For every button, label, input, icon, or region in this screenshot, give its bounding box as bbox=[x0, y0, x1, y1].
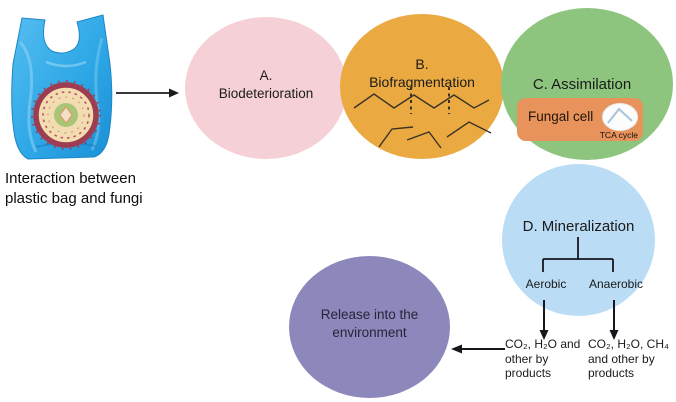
fungal-colony-icon bbox=[31, 80, 101, 150]
arrow-bag-to-biodeterioration bbox=[116, 88, 179, 98]
stage-d-label: D. Mineralization bbox=[522, 218, 635, 235]
anaerobic-branch-label: Anaerobic bbox=[588, 277, 644, 291]
fungal-cell-label: Fungal cell bbox=[528, 109, 594, 124]
arrow-to-release bbox=[451, 344, 505, 354]
source-caption: Interaction between plastic bag and fung… bbox=[5, 170, 143, 208]
stage-a-letter: A. bbox=[259, 68, 273, 83]
stage-a-label: Biodeterioration bbox=[218, 85, 314, 101]
release-label: Release into the environment bbox=[320, 307, 419, 340]
anaerobic-products-text: CO₂, H₂O, CH₄ and other by products bbox=[588, 337, 669, 381]
stage-b-letter: B. bbox=[415, 56, 429, 72]
tca-cycle-label: TCA cycle bbox=[599, 130, 638, 140]
release-circle: Release into the environment bbox=[289, 256, 450, 398]
stage-c-label: C. Assimilation bbox=[532, 76, 632, 93]
stage-a-biodeterioration-circle: A. Biodeterioration bbox=[185, 17, 347, 159]
fungal-cell-box: Fungal cell TCA cycle bbox=[517, 98, 643, 141]
aerobic-products-text: CO₂, H₂O and other by products bbox=[505, 337, 581, 381]
stage-b-biofragmentation-circle: B. Biofragmentation bbox=[340, 14, 504, 159]
stage-d-mineralization-circle: D. Mineralization bbox=[502, 164, 655, 316]
aerobic-branch-label: Aerobic bbox=[525, 277, 567, 291]
stage-c-assimilation-circle: C. Assimilation Fungal cell TCA cycle bbox=[501, 8, 673, 160]
stage-b-label: Biofragmentation bbox=[369, 73, 475, 90]
plastic-bag-image bbox=[11, 14, 113, 160]
